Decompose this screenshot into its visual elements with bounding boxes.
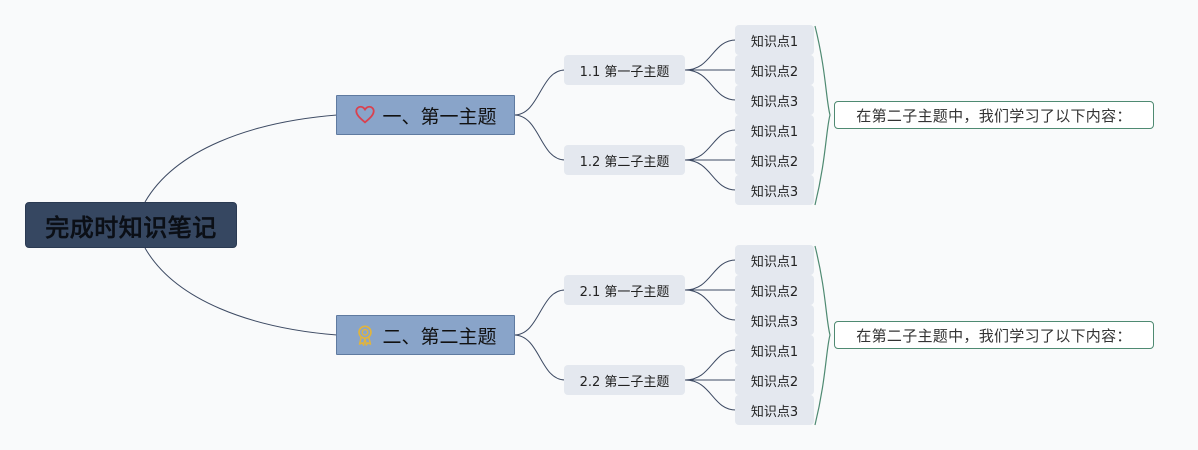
connector-topic-1-sub-1 <box>513 69 566 116</box>
subtopic-label: 2.2 第二子主题 <box>579 374 670 390</box>
connector-topic-2-sub-2 <box>513 334 566 381</box>
main-topic-1-label: 一、第一主题 <box>382 105 497 128</box>
summary-topic-2[interactable]: 在第二子主题中，我们学习了以下内容： <box>834 321 1154 349</box>
root-topic[interactable]: 完成时知识笔记 <box>25 202 237 248</box>
knowledge-point-2-1-2[interactable]: 知识点2 <box>735 275 814 305</box>
connector-sub-2-2-leaf-3 <box>684 379 737 411</box>
main-topic-2[interactable]: 二、第二主题 <box>336 315 515 355</box>
connector-topic-1-sub-2 <box>513 114 566 161</box>
knowledge-point-1-2-1[interactable]: 知识点1 <box>735 115 814 145</box>
knowledge-point-2-2-2[interactable]: 知识点2 <box>735 365 814 395</box>
summary-label: 在第二子主题中，我们学习了以下内容： <box>856 106 1132 125</box>
connector-sub-2-1-leaf-3 <box>684 289 737 321</box>
connector-root-topic-2 <box>144 247 338 336</box>
knowledge-point-label: 知识点3 <box>750 94 799 110</box>
subtopic-1-1[interactable]: 1.1 第一子主题 <box>564 55 685 85</box>
knowledge-point-label: 知识点1 <box>750 344 799 360</box>
main-topic-1[interactable]: 一、第一主题 <box>336 95 515 135</box>
heart-icon <box>354 104 376 126</box>
connector-topic-2-sub-1 <box>513 289 566 336</box>
connector-sub-2-1-leaf-1 <box>684 259 737 291</box>
knowledge-point-label: 知识点1 <box>750 124 799 140</box>
knowledge-point-label: 知识点2 <box>750 64 799 80</box>
knowledge-point-1-2-3[interactable]: 知识点3 <box>735 175 814 205</box>
subtopic-label: 1.1 第一子主题 <box>579 64 670 80</box>
knowledge-point-label: 知识点2 <box>750 154 799 170</box>
knowledge-point-2-1-3[interactable]: 知识点3 <box>735 305 814 335</box>
knowledge-point-1-1-2[interactable]: 知识点2 <box>735 55 814 85</box>
summary-label: 在第二子主题中，我们学习了以下内容： <box>856 326 1132 345</box>
connector-sub-1-1-leaf-3 <box>684 69 737 101</box>
knowledge-point-2-2-3[interactable]: 知识点3 <box>735 395 814 425</box>
subtopic-2-1[interactable]: 2.1 第一子主题 <box>564 275 685 305</box>
knowledge-point-label: 知识点2 <box>750 374 799 390</box>
award-medal-icon <box>354 324 376 346</box>
main-topic-2-label: 二、第二主题 <box>382 325 497 348</box>
knowledge-point-label: 知识点1 <box>750 254 799 270</box>
summary-brace-topic-1 <box>814 25 831 206</box>
connector-sub-1-2-leaf-1 <box>684 129 737 161</box>
subtopic-label: 2.1 第一子主题 <box>579 284 670 300</box>
knowledge-point-2-1-1[interactable]: 知识点1 <box>735 245 814 275</box>
knowledge-point-label: 知识点3 <box>750 314 799 330</box>
subtopic-2-2[interactable]: 2.2 第二子主题 <box>564 365 685 395</box>
connector-root-topic-1 <box>144 114 338 203</box>
knowledge-point-1-1-1[interactable]: 知识点1 <box>735 25 814 55</box>
summary-topic-1[interactable]: 在第二子主题中，我们学习了以下内容： <box>834 101 1154 129</box>
knowledge-point-1-1-3[interactable]: 知识点3 <box>735 85 814 115</box>
connector-sub-1-1-leaf-1 <box>684 39 737 71</box>
connector-sub-2-2-leaf-1 <box>684 349 737 381</box>
knowledge-point-label: 知识点3 <box>750 404 799 420</box>
summary-brace-topic-2 <box>814 245 831 426</box>
knowledge-point-label: 知识点3 <box>750 184 799 200</box>
root-topic-label: 完成时知识笔记 <box>45 213 217 242</box>
subtopic-1-2[interactable]: 1.2 第二子主题 <box>564 145 685 175</box>
knowledge-point-1-2-2[interactable]: 知识点2 <box>735 145 814 175</box>
knowledge-point-2-2-1[interactable]: 知识点1 <box>735 335 814 365</box>
connector-sub-1-2-leaf-3 <box>684 159 737 191</box>
knowledge-point-label: 知识点2 <box>750 284 799 300</box>
knowledge-point-label: 知识点1 <box>750 34 799 50</box>
subtopic-label: 1.2 第二子主题 <box>579 154 670 170</box>
